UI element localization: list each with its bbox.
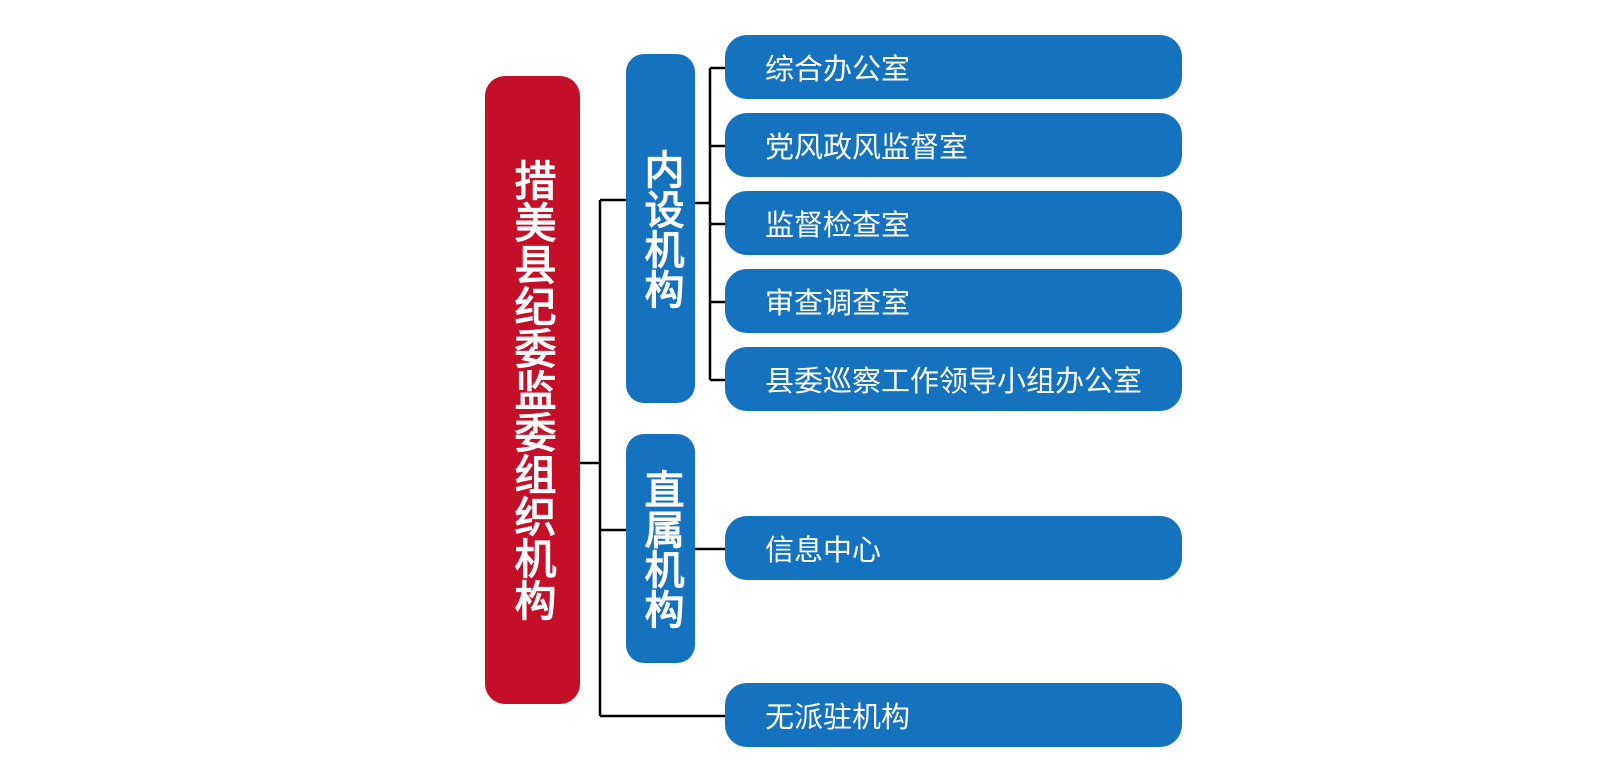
category-internal-label: 内设机构 — [637, 148, 685, 309]
leaf-label: 综合办公室 — [765, 52, 911, 86]
category-internal: 内设机构 — [626, 54, 695, 403]
leaf-node: 审查调查室 — [725, 269, 1182, 333]
category-direct: 直属机构 — [626, 434, 695, 663]
leaf-node-direct: 信息中心 — [725, 516, 1182, 580]
standalone-node: 无派驻机构 — [725, 683, 1182, 747]
leaf-node: 县委巡察工作领导小组办公室 — [725, 347, 1182, 411]
leaf-label: 审查调查室 — [765, 286, 911, 320]
leaf-label: 信息中心 — [765, 533, 882, 567]
leaf-label: 党风政风监督室 — [765, 130, 969, 164]
root-node: 措美县纪委监委组织机构 — [485, 76, 580, 704]
leaf-node: 综合办公室 — [725, 35, 1182, 99]
root-label: 措美县纪委监委组织机构 — [508, 159, 557, 621]
leaf-label: 监督检查室 — [765, 208, 911, 242]
leaf-label: 县委巡察工作领导小组办公室 — [765, 364, 1143, 398]
leaf-node: 党风政风监督室 — [725, 113, 1182, 177]
category-direct-label: 直属机构 — [637, 468, 685, 629]
standalone-label: 无派驻机构 — [765, 700, 911, 734]
leaf-node: 监督检查室 — [725, 191, 1182, 255]
